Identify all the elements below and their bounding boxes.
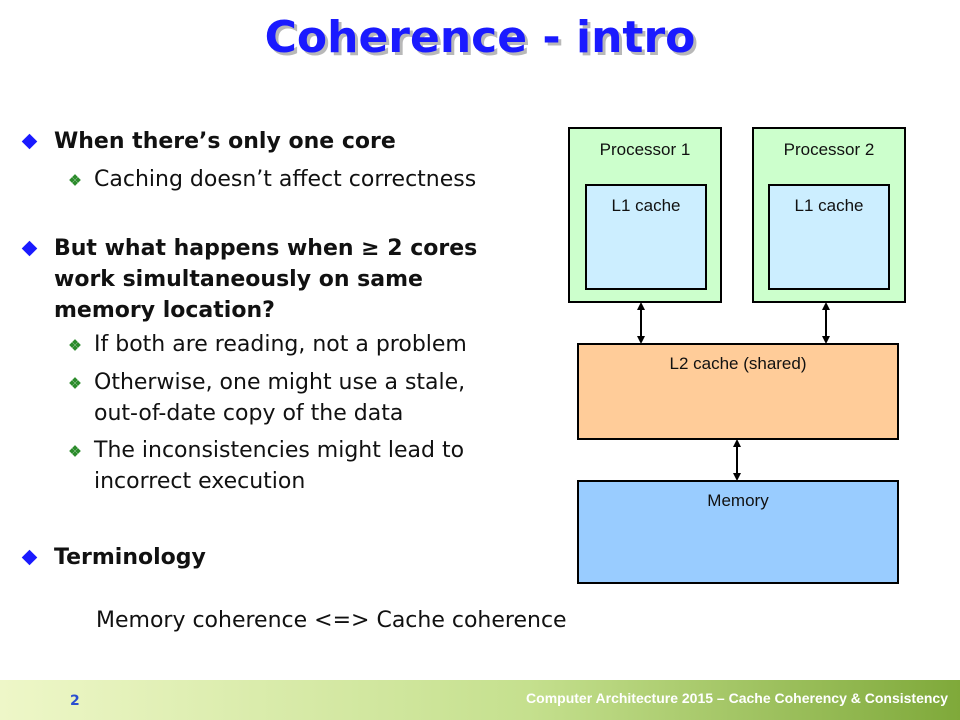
sub-bullet-text: If both are reading, not a problem <box>94 332 467 357</box>
bullet-2-cont: memory location? <box>22 295 542 326</box>
sub-bullet-2: If both are reading, not a problem <box>22 329 542 360</box>
processor-2-label: Processor 2 <box>783 140 875 159</box>
bullet-text: Terminology <box>54 545 206 570</box>
memory-label: Memory <box>707 491 769 510</box>
sub-bullet-3: Otherwise, one might use a stale, <box>22 367 542 398</box>
sub-bullet-1: Caching doesn’t affect correctness <box>22 164 542 195</box>
footer-text: Computer Architecture 2015 – Cache Coher… <box>526 690 948 706</box>
memory-box: Memory <box>577 480 899 584</box>
bullet-terminology: Terminology <box>21 542 542 573</box>
bullet-text: memory location? <box>54 298 275 323</box>
sub-bullet-text: Otherwise, one might use a stale, <box>94 370 466 395</box>
bullet-text: When there’s only one core <box>54 129 396 154</box>
bullet-text: But what happens when ≥ 2 cores <box>54 236 478 261</box>
terminology-text: Memory coherence <=> Cache coherence <box>96 608 567 633</box>
slide-title: Coherence - intro <box>264 12 696 63</box>
bullet-2: But what happens when ≥ 2 cores <box>21 233 542 264</box>
bullet-text: work simultaneously on same <box>54 267 423 292</box>
sub-bullet-3-cont: out-of-date copy of the data <box>22 398 542 429</box>
sub-bullet-text: Caching doesn’t affect correctness <box>94 167 477 192</box>
l1-cache-2-box: L1 cache <box>768 184 890 290</box>
sub-bullet-4-cont: incorrect execution <box>22 466 542 497</box>
l2-cache-box: L2 cache (shared) <box>577 343 899 440</box>
sub-bullet-4: The inconsistencies might lead to <box>22 435 542 466</box>
l1-cache-1-label: L1 cache <box>611 196 681 215</box>
footer-bar: 2 Computer Architecture 2015 – Cache Coh… <box>0 680 960 720</box>
l2-cache-label: L2 cache (shared) <box>669 354 807 373</box>
sub-bullet-text: incorrect execution <box>94 469 306 494</box>
bullet-1: When there’s only one core <box>21 126 542 157</box>
l1-cache-2-label: L1 cache <box>794 196 864 215</box>
processor-1-label: Processor 1 <box>599 140 691 159</box>
sub-bullet-text: out-of-date copy of the data <box>94 401 404 426</box>
sub-bullet-text: The inconsistencies might lead to <box>94 438 465 463</box>
page-number: 2 <box>70 693 80 709</box>
l1-cache-1-box: L1 cache <box>585 184 707 290</box>
bullet-list: When there’s only one core Caching doesn… <box>21 126 542 573</box>
bullet-2-cont: work simultaneously on same <box>22 264 542 295</box>
